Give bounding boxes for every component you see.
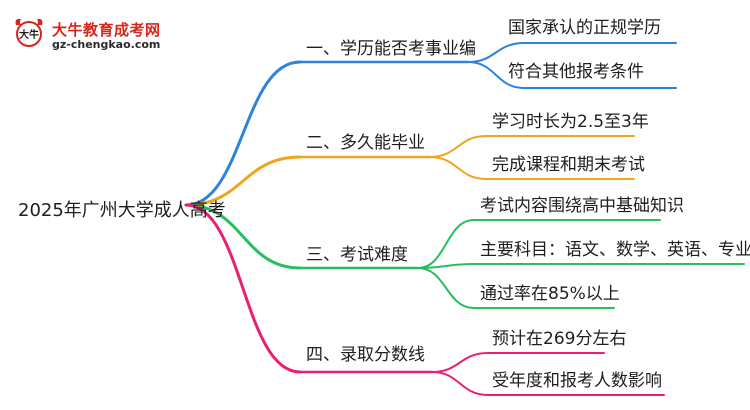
logo-mark-text: 大牛 bbox=[19, 28, 39, 41]
leaf-connector-4-1 bbox=[431, 352, 489, 373]
leaf-connector-1-1 bbox=[467, 42, 525, 63]
leaf-2-1: 学习时长为2.5至3年 bbox=[492, 112, 649, 132]
branch-label-4: 四、录取分数线 bbox=[306, 345, 425, 365]
bull-logo-icon: 大牛 bbox=[15, 18, 43, 47]
leaf-connector-2-2 bbox=[429, 156, 487, 180]
leaf-connector-3-1 bbox=[417, 219, 475, 269]
leaf-1-2: 符合其他报考条件 bbox=[508, 62, 644, 82]
logo-url: gz-chengkao.com bbox=[52, 38, 161, 51]
branch-label-2: 二、多久能毕业 bbox=[306, 133, 425, 153]
leaf-1-1: 国家承认的正规学历 bbox=[508, 18, 661, 38]
logo-title: 大牛教育成考网 bbox=[52, 21, 161, 39]
leaf-connector-4-2 bbox=[431, 371, 489, 396]
site-logo[interactable]: 大牛 大牛教育成考网 gz-chengkao.com bbox=[4, 12, 174, 54]
leaf-connector-1-2 bbox=[467, 61, 525, 89]
root-node: 2025年广州大学成人高考 bbox=[18, 200, 226, 221]
branch-connector-4 bbox=[184, 203, 302, 374]
branch-label-3: 三、考试难度 bbox=[306, 245, 408, 265]
leaf-3-1: 考试内容围绕高中基础知识 bbox=[480, 196, 684, 216]
branch-label-1: 一、学历能否考事业编 bbox=[306, 39, 476, 59]
leaf-3-2: 主要科目：语文、数学、英语、专业科目 bbox=[480, 240, 750, 260]
leaf-3-3: 通过率在85%以上 bbox=[480, 284, 620, 304]
branch-connector-2 bbox=[184, 155, 302, 207]
branch-connector-1 bbox=[184, 60, 302, 207]
leaf-4-1: 预计在269分左右 bbox=[492, 329, 627, 349]
leaf-2-2: 完成课程和期末考试 bbox=[492, 155, 645, 175]
leaf-4-2: 受年度和报考人数影响 bbox=[492, 371, 662, 391]
leaf-connector-2-1 bbox=[429, 135, 487, 158]
leaf-connector-3-3 bbox=[417, 267, 475, 309]
branch-connector-3 bbox=[184, 203, 302, 270]
